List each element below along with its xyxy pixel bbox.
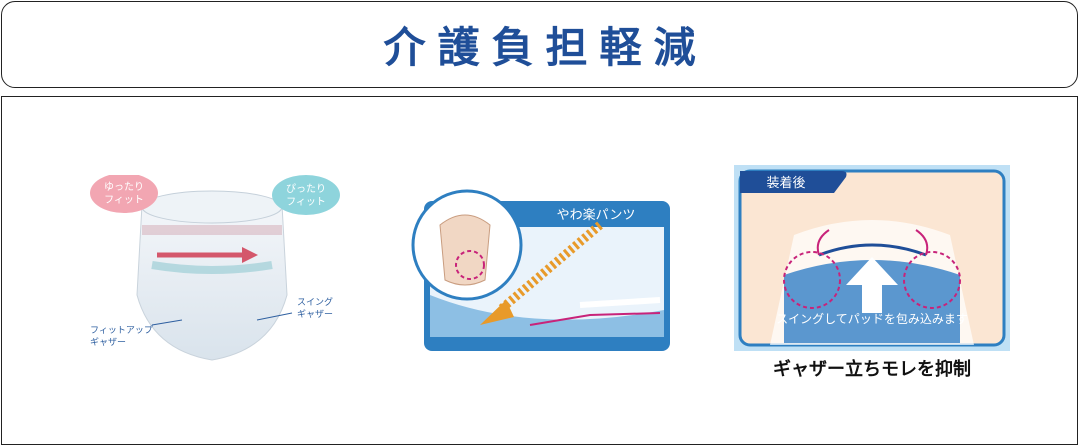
bubble-right-line1: ぴったり: [286, 183, 326, 195]
content-panel: ゆったり フィット ぴったり フィット フィットアップ ギャザー スイング ギャ…: [1, 96, 1078, 445]
bubble-loose-fit: ゆったり フィット: [90, 173, 158, 213]
page-title: 介護負担軽減: [383, 23, 708, 72]
gather-leak-caption: ギャザー立ちモレを抑制: [773, 359, 971, 380]
bubble-right-line2: フィット: [286, 197, 326, 208]
after-wearing-illustration: 装着後 スイングしてパッドを包み込みます: [734, 165, 1010, 355]
label-fitup-line1: フィットアップ: [90, 325, 153, 336]
label-swing-line1: スイング: [297, 296, 333, 308]
title-banner: 介護負担軽減: [1, 1, 1078, 88]
panel3-header: 装着後: [766, 175, 805, 191]
bubble-left-line2: フィット: [104, 195, 144, 206]
panel3-bottom-text: スイングしてパッドを包み込みます: [776, 312, 968, 326]
diaper-illustration: ゆったり フィット ぴったり フィット フィットアップ ギャザー スイング ギャ…: [72, 173, 352, 375]
bubble-tight-fit: ぴったり フィット: [272, 175, 340, 215]
yawaraku-pants-illustration: やわ楽パンツ: [410, 185, 672, 355]
label-swing-line2: ギャザー: [297, 309, 333, 320]
label-fitup-line2: ギャザー: [90, 337, 126, 348]
panel2-header: やわ楽パンツ: [557, 207, 636, 223]
bubble-left-line1: ゆったり: [104, 181, 144, 193]
